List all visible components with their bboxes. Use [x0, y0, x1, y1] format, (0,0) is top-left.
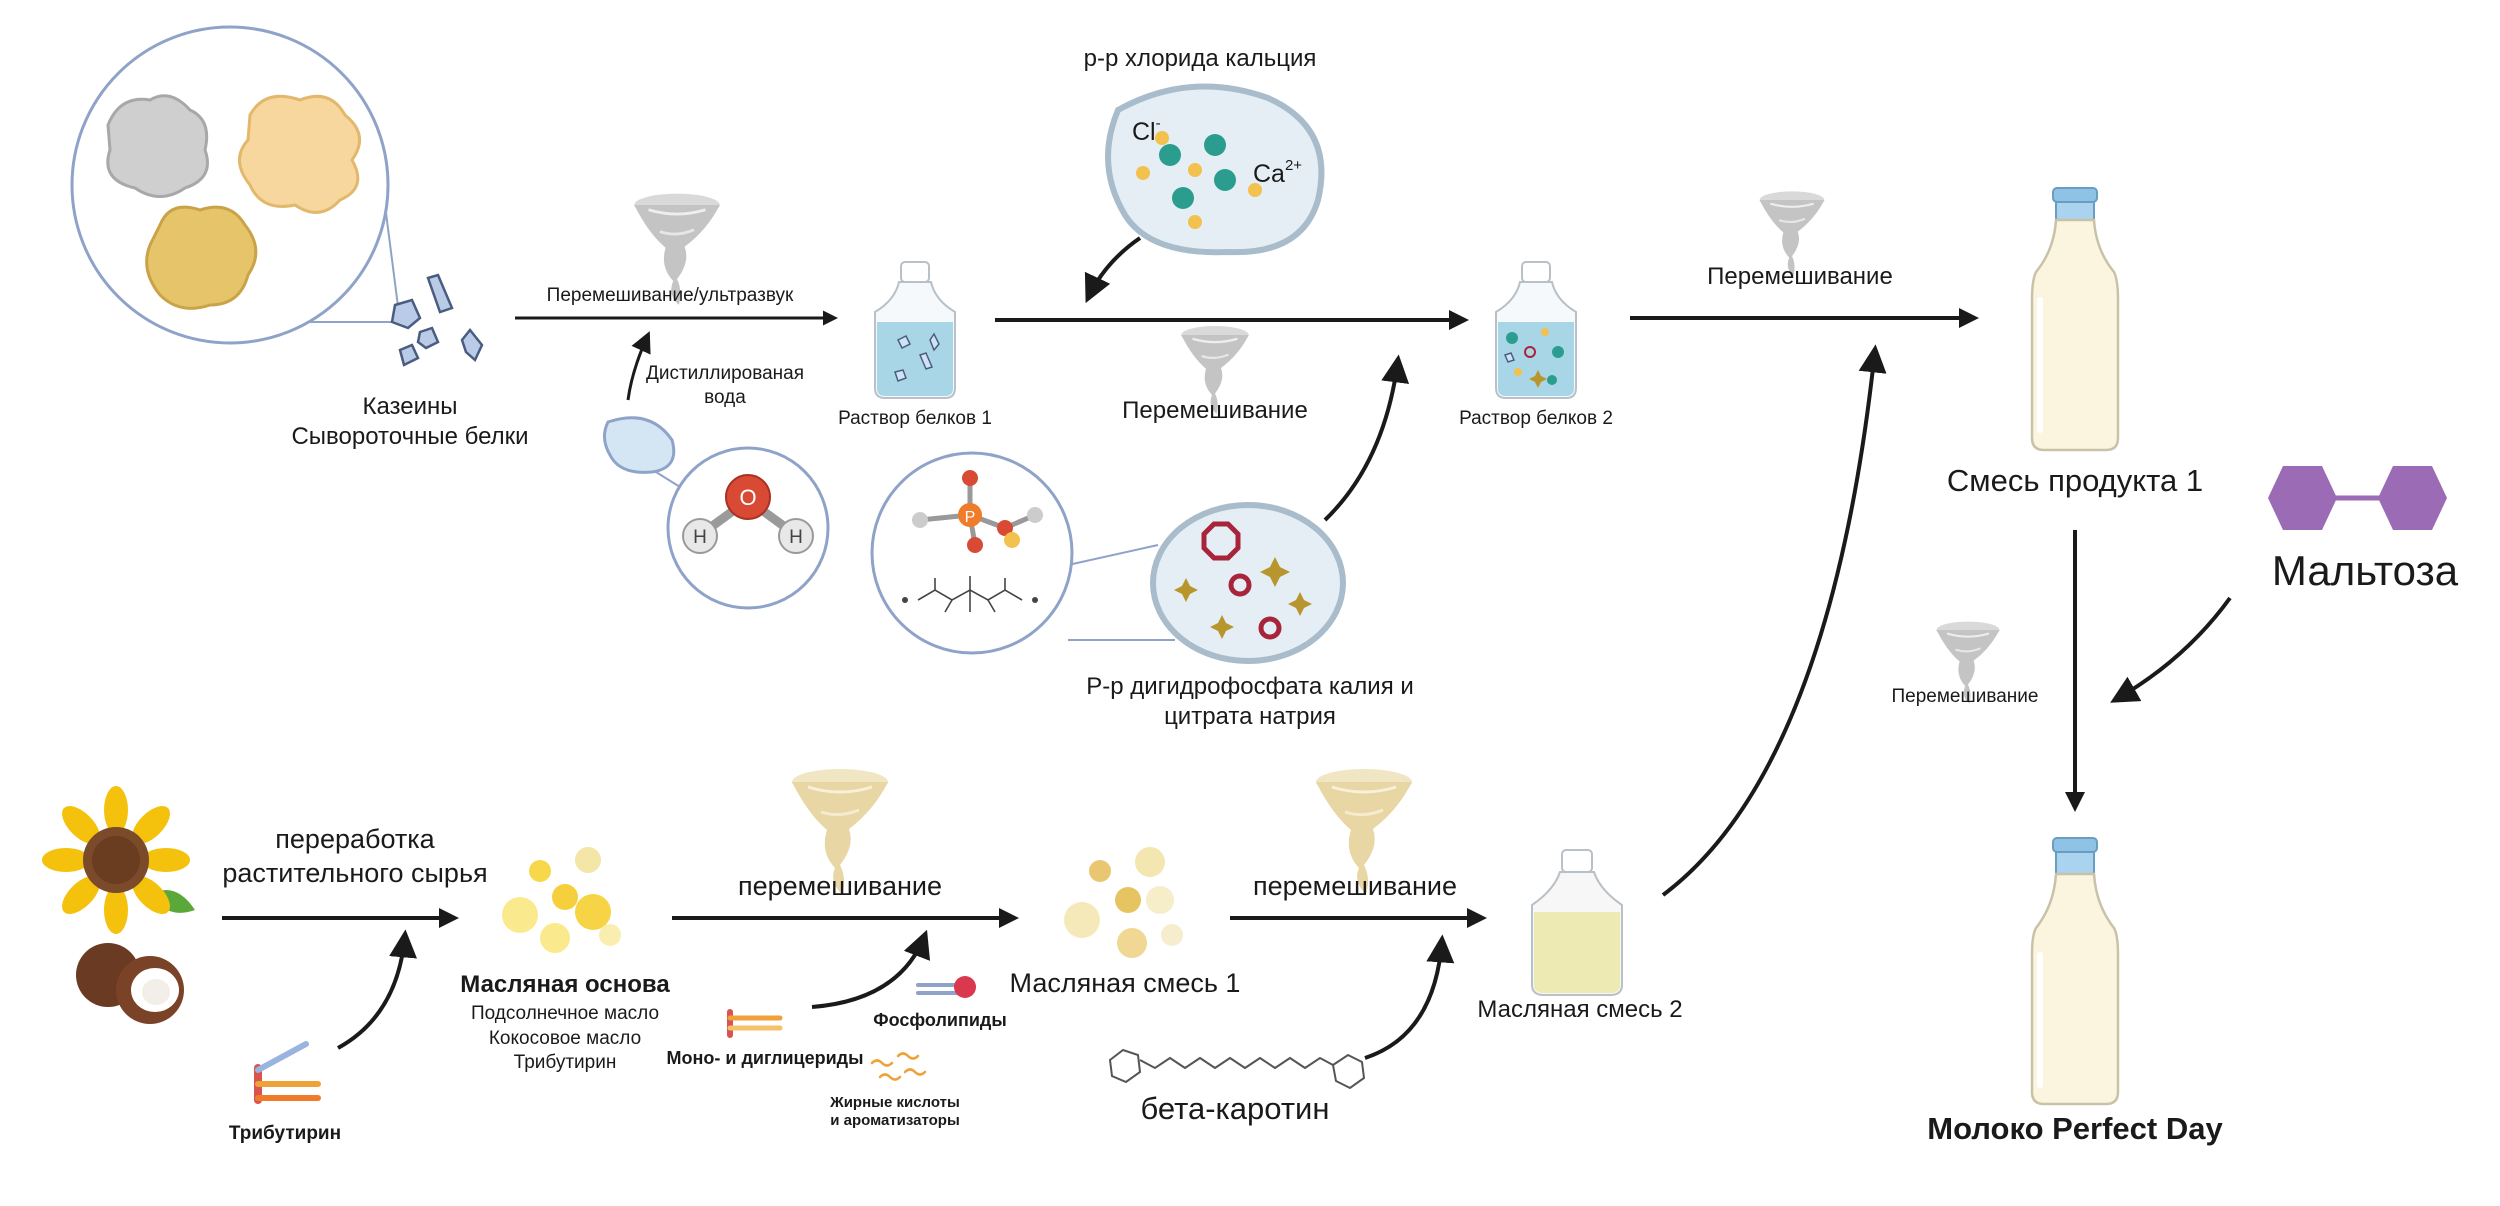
- maltose-label: Мальтоза: [2271, 547, 2459, 594]
- water-molecule: O H H: [603, 416, 830, 610]
- protein-solution-1-vial: [874, 261, 956, 399]
- fatty-acid-icon: [870, 1052, 927, 1081]
- whey-protein-blob: [238, 94, 361, 214]
- oil-base-ingredients: Подсолнечное масло Кокосовое масло Трибу…: [445, 1002, 685, 1076]
- atom-o-label: O: [739, 485, 756, 510]
- fatty-acids-line1: Жирные кислоты: [830, 1094, 960, 1111]
- casein-label-line2: Сывороточные белки: [291, 423, 529, 450]
- tributyrin-molecule-icon: [254, 1041, 321, 1104]
- phosphate-citrate-bubbles: P: [870, 451, 1346, 664]
- calcium-ion: [1136, 166, 1150, 180]
- protein-particles: [390, 273, 484, 367]
- arrow-cacl2-down: [1084, 236, 1142, 304]
- calcium-chloride-bubble: Cl- Ca2+: [1105, 83, 1325, 256]
- arrow-phosphate-up: [1323, 354, 1410, 522]
- oil-mix-2-bottle: [1531, 849, 1623, 996]
- arrow-carotene-up: [1364, 934, 1455, 1060]
- protein-solution-2-label: Раствор белков 2: [1459, 408, 1613, 429]
- mixing-center-label: Перемешивание: [1122, 397, 1308, 424]
- perfect-day-milk-bottle: [2030, 837, 2120, 1106]
- plant-processing-line2: растительного сырья: [222, 857, 488, 888]
- oil-base-item: Кокосовое масло: [488, 1027, 642, 1049]
- phospholipids-label: Фосфолипиды: [873, 1010, 1007, 1030]
- mixing-right-label: Перемешивание: [1707, 263, 1893, 290]
- distilled-water-label: Дистиллированая вода: [630, 362, 820, 410]
- mixing-oil-2-label: перемешивание: [1252, 871, 1458, 901]
- atom-p-label: P: [965, 509, 976, 526]
- chloride-label: Cl-: [1132, 115, 1161, 146]
- arrow-phospholipid-up: [811, 929, 931, 1009]
- phospholipid-icon: [916, 976, 976, 998]
- phosphate-citrate-line2: цитрата натрия: [1164, 703, 1336, 730]
- maltose-molecule-icon: [2268, 466, 2447, 530]
- calcium-ion: [1248, 183, 1262, 197]
- calcium-ion: [1188, 215, 1202, 229]
- calcium-label: Ca2+: [1253, 157, 1302, 188]
- arrow-maltose-in: [2110, 596, 2232, 703]
- oil-base-item: Трибутирин: [513, 1052, 617, 1074]
- arrow-oilmix2-to-mix1: [1661, 344, 1887, 897]
- mono-diglycerides-label: Моно- и диглицериды: [666, 1048, 864, 1068]
- mixing-vertical-label: Перемешивание: [1891, 686, 2039, 707]
- oil-base-title: Масляная основа: [460, 971, 670, 998]
- distilled-water-line1: Дистиллированая: [645, 363, 804, 384]
- oil-mix-1-droplets: [1064, 847, 1183, 958]
- calcium-ion: [1188, 163, 1202, 177]
- distilled-water-line2: вода: [704, 386, 746, 408]
- phosphate-molecule-icon: P: [912, 470, 1043, 553]
- protein-solution-2-vial: [1495, 261, 1577, 399]
- plant-processing-line1: переработка: [275, 824, 435, 854]
- beta-carotene-molecule-icon: [1108, 1048, 1366, 1090]
- phosphate-citrate-line1: Р-р дигидрофосфата калия и: [1086, 673, 1414, 700]
- atom-h-label: H: [789, 527, 803, 548]
- beta-carotene-label: бета-каротин: [1140, 1091, 1330, 1126]
- fatty-acids-label: Жирные кислоты и ароматизаторы: [810, 1094, 980, 1130]
- hydrogen-atom: [778, 518, 814, 554]
- oil-mix-1-label: Масляная смесь 1: [1009, 968, 1241, 998]
- tributyrin-label: Трибутирин: [228, 1123, 342, 1144]
- arrow-water-up: [626, 331, 651, 401]
- citrate-molecule-icon: [902, 576, 1038, 613]
- mixing-oil-1-label: перемешивание: [737, 871, 943, 901]
- molecule-zoom-bubble: [870, 451, 1074, 655]
- coconut-icon: [76, 943, 184, 1024]
- oxygen-atom: [725, 474, 771, 520]
- mono-diglyceride-icon: [727, 1009, 783, 1038]
- casein-label-line1: Казеины: [362, 393, 458, 420]
- oil-base-droplets: [502, 847, 621, 953]
- product-mix-1-bottle: [2030, 187, 2120, 452]
- protein-zoom-bubble: [70, 25, 401, 345]
- casein-grey-blob: [106, 94, 209, 198]
- calcium-ion: [1155, 131, 1169, 145]
- chloride-ion: [1204, 134, 1226, 156]
- plant-processing-label: переработка растительного сырья: [200, 823, 510, 891]
- mix-ultrasound-label: Перемешивание/ультразвук: [546, 285, 794, 306]
- phosphate-citrate-label: Р-р дигидрофосфата калия и цитрата натри…: [1040, 672, 1460, 732]
- oil-base-item: Подсолнечное масло: [470, 1003, 660, 1024]
- protein-solution-1-label: Раствор белков 1: [838, 408, 992, 429]
- final-product-label: Молоко Perfect Day: [1927, 1111, 2223, 1146]
- oil-mix-2-label: Масляная смесь 2: [1477, 996, 1683, 1023]
- sunflower-icon: [42, 786, 195, 934]
- product-mix-1-label: Смесь продукта 1: [1946, 463, 2204, 498]
- fatty-acids-line2: и ароматизаторы: [830, 1112, 960, 1129]
- casein-yellow-blob: [145, 205, 258, 310]
- chloride-ion: [1214, 169, 1236, 191]
- atom-h-label: H: [693, 527, 707, 548]
- calcium-chloride-label: р-р хлорида кальция: [1083, 45, 1317, 72]
- casein-label: Казеины Сывороточные белки: [280, 392, 540, 452]
- arrow-tributyrin-up: [337, 929, 417, 1050]
- water-droplet-icon: [603, 416, 676, 474]
- flow-arrows: [222, 236, 2232, 1060]
- hydrogen-atom: [682, 518, 718, 554]
- chloride-ion: [1159, 144, 1181, 166]
- chloride-ion: [1172, 187, 1194, 209]
